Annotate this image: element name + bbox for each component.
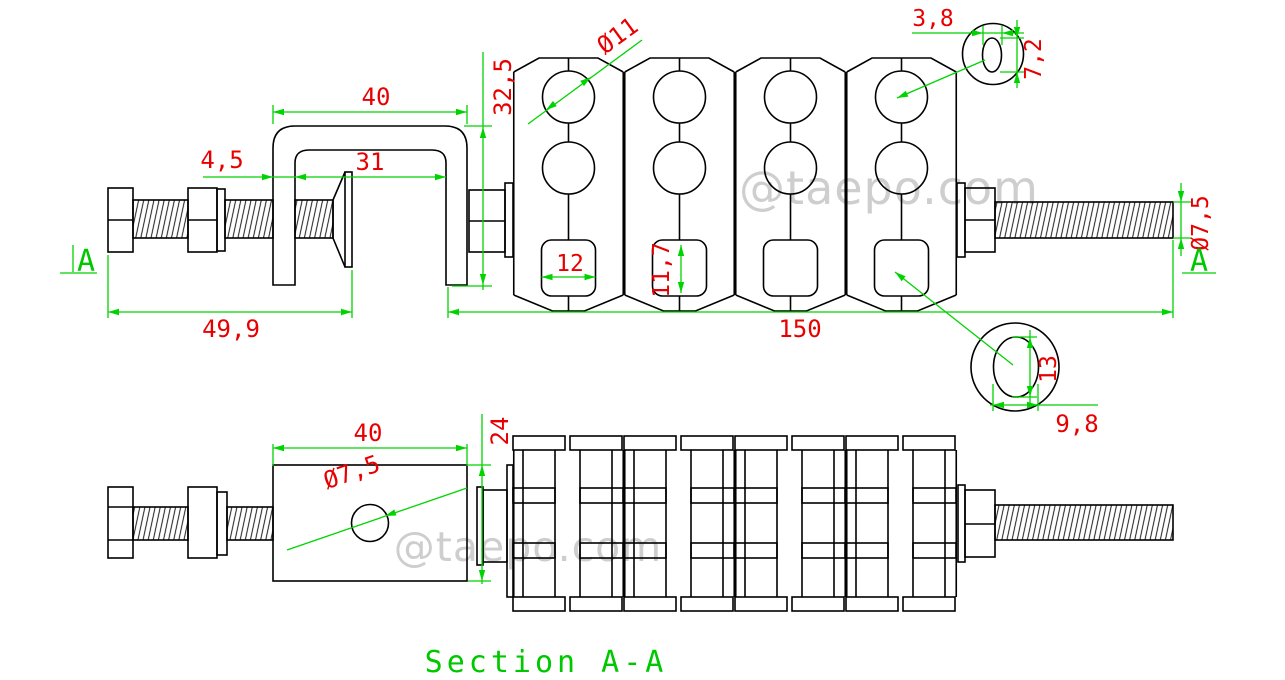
threaded-rod-left (132, 199, 334, 239)
clamp-bracket (272, 125, 468, 286)
dim-slot-detail-height: 7,2 (1021, 38, 1047, 80)
clamp-body-section (272, 464, 468, 582)
nut-left (187, 187, 226, 253)
dim-clamp-height: 32,5 (489, 58, 517, 116)
dim-oval-detail-height: 13 (1036, 355, 1062, 383)
nut-section-left (187, 486, 228, 559)
top-view-geometry (107, 22, 1174, 412)
section-title: Section A-A (425, 645, 668, 680)
section-marker-a-left: A (77, 244, 95, 279)
dim-rod-diameter: Ø7,5 (1188, 195, 1214, 250)
section-marker-a-right: A (1190, 244, 1208, 279)
washer-nut-rod-right (956, 182, 1174, 258)
dim-body-width: 40 (354, 419, 383, 447)
dim-jaw-inner-span: 31 (356, 148, 385, 176)
dim-wire-hole-diameter: Ø11 (592, 12, 644, 60)
dim-body-height: 24 (486, 417, 514, 446)
comb-section (512, 435, 958, 612)
section-marker-left (60, 245, 97, 274)
top-view-dimensions (60, 20, 1216, 411)
pressure-pad (332, 171, 353, 268)
section-view-geometry (107, 435, 1174, 612)
washer-nut-rod-section-right (957, 484, 1174, 563)
threaded-rod-section-left (132, 506, 274, 541)
dim-jaw-thickness: 4,5 (200, 146, 243, 174)
watermark-bottom: @taepo.com (394, 523, 662, 571)
dim-body-hole-diameter: Ø7,5 (320, 450, 384, 495)
bolt-head-section (107, 486, 134, 559)
detail-slot-top (961, 22, 1025, 86)
dim-overall-length: 150 (778, 315, 821, 343)
dim-clamp-width: 40 (362, 83, 391, 111)
washer-stack-left (468, 182, 514, 258)
dim-square-slot-height: 11,7 (649, 242, 675, 297)
section-view-dimensions (272, 414, 491, 584)
dim-bolt-assembly-length: 49,9 (202, 315, 260, 343)
dim-square-slot-width: 12 (556, 251, 584, 277)
bolt-head (107, 187, 134, 253)
washer-stack-section-left (476, 464, 514, 598)
dim-slot-detail-width: 3,8 (912, 6, 954, 32)
dim-oval-detail-width: 9,8 (1055, 410, 1098, 438)
